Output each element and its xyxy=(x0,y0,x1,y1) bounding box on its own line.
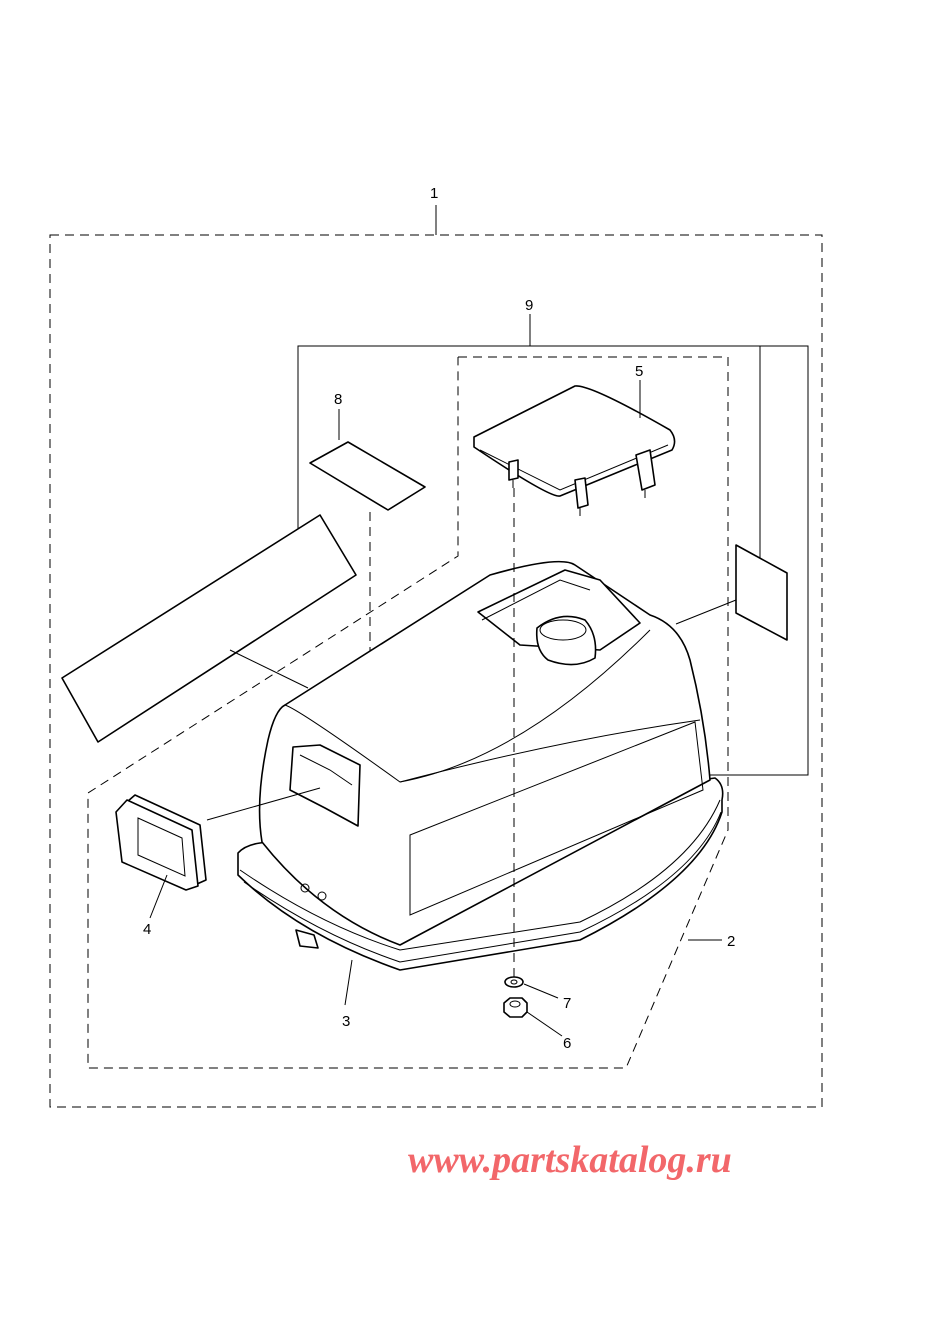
callout-4: 4 xyxy=(143,921,151,938)
top-cowl-3 xyxy=(237,560,724,971)
decal-rear xyxy=(735,544,788,641)
bracket-9 xyxy=(297,345,809,776)
grommet-4 xyxy=(115,794,207,891)
callout-2: 2 xyxy=(727,933,735,950)
nut-6 xyxy=(503,997,528,1018)
decal-side-long xyxy=(61,514,357,743)
callout-6: 6 xyxy=(563,1035,571,1052)
watermark-text: www.partskatalog.ru xyxy=(408,1139,732,1181)
callout-7: 7 xyxy=(563,995,571,1012)
callout-9: 9 xyxy=(525,297,533,314)
washer-7 xyxy=(504,976,524,988)
group-frame-2 xyxy=(87,356,729,1069)
callout-3: 3 xyxy=(342,1013,350,1030)
callout-5: 5 xyxy=(635,363,643,380)
intake-cover-5 xyxy=(473,385,676,516)
group-frame-1 xyxy=(49,234,823,1108)
decal-8 xyxy=(309,441,426,511)
callout-1: 1 xyxy=(430,185,438,202)
callout-8: 8 xyxy=(334,391,342,408)
